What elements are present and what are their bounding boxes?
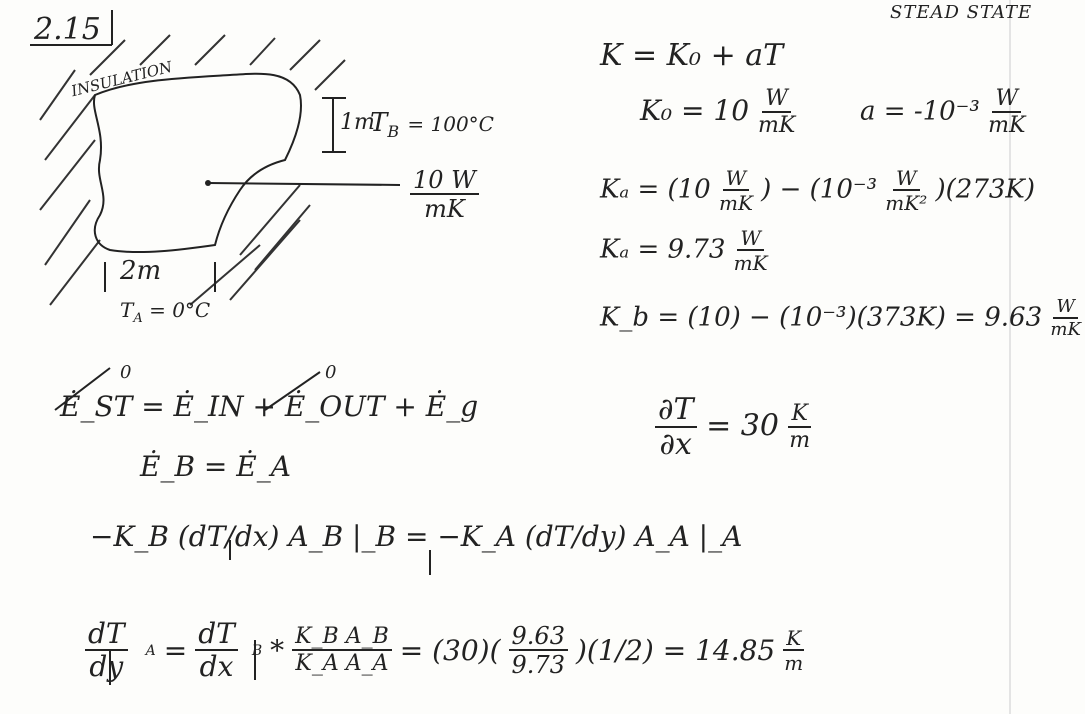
- zero-marker-1: 0: [120, 362, 132, 383]
- energy-balance: Ė_ST = Ė_IN + Ė_OUT + Ė_g: [60, 390, 479, 423]
- energy-balance-3: −K_B (dT/dx) A_B |_B = −K_A (dT/dy) A_A …: [90, 520, 743, 553]
- header-note: STEAD STATE: [890, 2, 1033, 23]
- problem-number: 2.15: [34, 12, 101, 47]
- height-dimension: 1m: [340, 110, 375, 135]
- ta-label: TA = 0°C: [120, 298, 211, 326]
- tb-label: TB = 100°C: [370, 108, 494, 142]
- k-relation: K = K₀ + aT: [600, 38, 784, 73]
- zero-marker-2: 0: [325, 362, 337, 383]
- energy-balance-2: Ė_B = Ė_A: [140, 450, 291, 483]
- width-dimension: 2m: [120, 256, 162, 286]
